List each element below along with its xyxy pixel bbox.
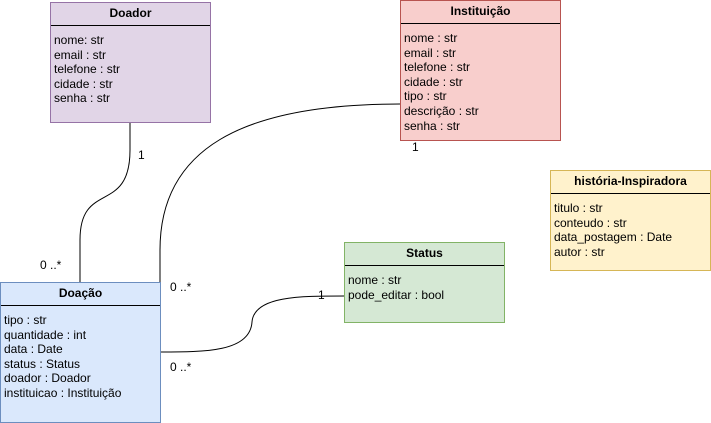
attribute-row: email : str (54, 47, 107, 62)
attribute-row: descrição : str (404, 103, 479, 118)
attribute-row: autor : str (554, 244, 605, 259)
multiplicity-doador-one: 1 (138, 148, 145, 162)
attribute-row: tipo : str (4, 313, 47, 327)
class-doador-name: Doador (51, 3, 210, 26)
multiplicity-doacao-from-status: 0 ..* (170, 360, 192, 374)
attribute-row: senha : str (404, 118, 461, 133)
attribute-row: email : str (404, 45, 457, 60)
attribute-row: cidade : str (54, 76, 113, 91)
edge-instituicao-doacao (159, 103, 401, 283)
attribute-row: nome: str (54, 33, 105, 47)
attribute-row: cidade : str (404, 74, 463, 89)
multiplicity-doacao-from-doador: 0 ..* (40, 258, 62, 272)
multiplicity-status-one: 1 (318, 288, 325, 302)
attribute-row: titulo : str (554, 201, 603, 215)
edge-status-doacao (159, 295, 346, 353)
attribute-row: telefone : str (404, 60, 471, 75)
attribute-row: nome : str (404, 31, 458, 45)
class-doacao-name: Doação (1, 283, 160, 306)
attribute-row: senha : str (54, 91, 111, 106)
attribute-row: instituicao : Instituição (4, 385, 122, 400)
attribute-row: doador : Doador (4, 371, 91, 386)
attribute-row: data_postagem : Date (554, 230, 673, 245)
class-historia-inspiradora-name: história-Inspiradora (551, 171, 710, 194)
class-status-name: Status (345, 243, 504, 266)
multiplicity-instituicao-one: 1 (412, 140, 419, 154)
attribute-row: conteudo : str (554, 215, 627, 230)
attribute-row: quantidade : int (4, 327, 87, 342)
attribute-row: tipo : str (404, 89, 447, 104)
attribute-row: pode_editar : bool (348, 287, 445, 302)
attribute-row: nome : str (348, 273, 402, 287)
attribute-row: status : Status (4, 356, 81, 371)
class-instituicao-name: Instituição (401, 1, 560, 24)
multiplicity-doacao-from-instituicao: 0 ..* (170, 280, 192, 294)
attribute-row: telefone : str (54, 62, 121, 77)
edge-doador-doacao (79, 122, 131, 283)
attribute-row: data : Date (4, 342, 63, 357)
